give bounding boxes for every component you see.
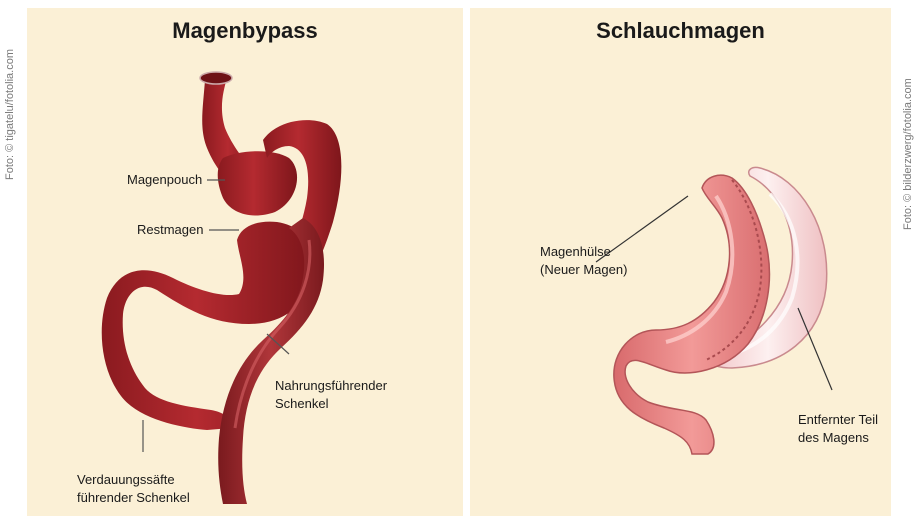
label-restmagen: Restmagen <box>137 222 203 238</box>
photo-credit-left: Foto: © tigatelu/fotolia.com <box>4 49 16 180</box>
label-magenhuelse-line2: (Neuer Magen) <box>540 262 627 278</box>
label-magenhuelse-line1: Magenhülse <box>540 244 611 260</box>
gastric-pouch <box>218 151 297 215</box>
sleeve-stomach <box>614 175 770 454</box>
label-entfernter-teil-line2: des Magens <box>798 430 869 446</box>
sleeve-gastrectomy-panel: Schlauchmagen Magenhülse (Neuer Magen) E… <box>470 8 891 516</box>
label-nahrungsfuehrender-line2: Schenkel <box>275 396 328 412</box>
esophagus-opening <box>200 72 232 84</box>
gastric-bypass-illustration <box>27 8 463 516</box>
gastric-bypass-panel: Magenbypass <box>27 8 463 516</box>
photo-credit-right: Foto: © bilderzwerg/fotolia.com <box>902 78 914 230</box>
label-entfernter-teil-line1: Entfernter Teil <box>798 412 878 428</box>
label-verdauung-line1: Verdauungssäfte <box>77 472 175 488</box>
label-magenpouch: Magenpouch <box>127 172 202 188</box>
label-nahrungsfuehrender-line1: Nahrungsführender <box>275 378 387 394</box>
label-verdauung-line2: führender Schenkel <box>77 490 190 506</box>
